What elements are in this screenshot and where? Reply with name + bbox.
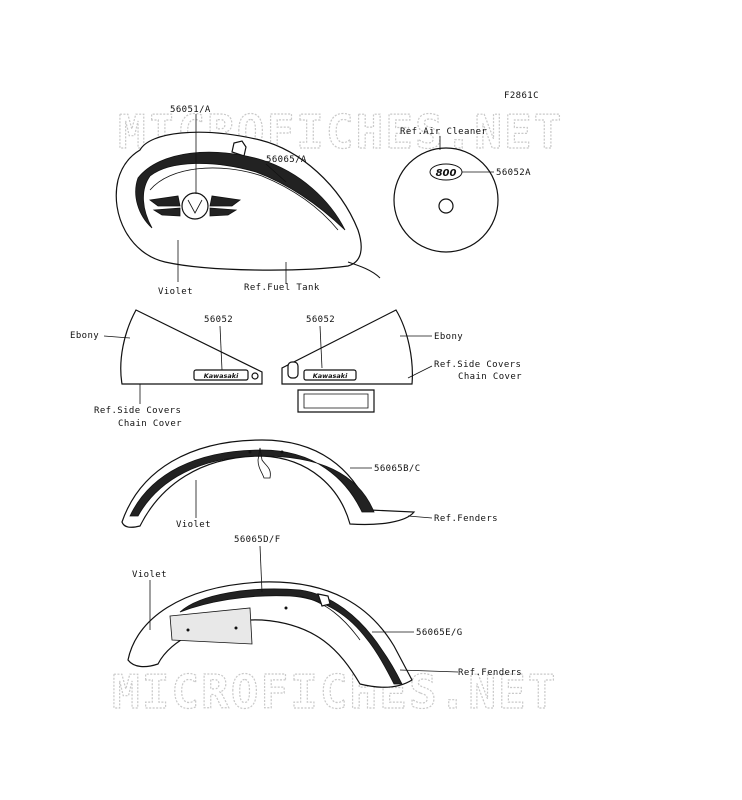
fuel-tank-hose — [347, 261, 381, 279]
front-fender-mount — [257, 447, 271, 479]
air-cleaner-center — [438, 198, 454, 214]
label-front-ref: Ref.Fenders — [434, 514, 498, 524]
rear-fender-stripe-inner — [299, 595, 361, 641]
label-tank-ref: Ref.Fuel Tank — [244, 283, 320, 293]
front-fender — [121, 439, 433, 528]
rear-fender-stripe — [179, 588, 403, 685]
rear-fender-panel — [169, 607, 253, 645]
label-left-part: 56052 — [204, 315, 233, 325]
label-air-ref: Ref.Air Cleaner — [400, 127, 487, 137]
figure-code: F2861C — [504, 91, 539, 101]
leader-right-part — [319, 325, 323, 369]
label-right-ref-2: Chain Cover — [458, 372, 522, 382]
fuel-tank — [115, 114, 381, 284]
chain-cover-box — [297, 389, 375, 413]
front-fender-bolt-1 — [248, 450, 252, 454]
rear-fender-bolt-3 — [284, 606, 288, 610]
fuel-tank-stripe — [135, 151, 346, 231]
label-left-color: Ebony — [70, 331, 99, 341]
rear-fender — [127, 545, 459, 688]
leader-rear-top — [259, 545, 263, 593]
label-right-color: Ebony — [434, 332, 463, 342]
right-side-cover: Kawasaki — [281, 309, 433, 413]
label-rear-side: 56065E/G — [416, 628, 463, 638]
label-right-part: 56052 — [306, 315, 335, 325]
right-side-cover-badge-text: Kawasaki — [313, 372, 348, 380]
rear-fender-bolt-2 — [234, 626, 238, 630]
watermark-bottom: MICROFICHES.NET — [112, 665, 557, 719]
right-side-cover-knob — [287, 361, 299, 379]
label-front-color: Violet — [176, 520, 211, 530]
right-side-cover-badge — [303, 369, 357, 381]
rear-fender-bolt-1 — [186, 628, 190, 632]
label-air-part: 56052A — [496, 168, 531, 178]
left-side-cover-badge — [193, 369, 249, 381]
rear-fender-clip — [317, 593, 331, 607]
air-cleaner: 800 — [393, 136, 499, 253]
left-side-cover-badge-text: Kawasaki — [204, 372, 239, 380]
label-tank-part: 56051/A — [170, 105, 211, 115]
air-cleaner-badge-text: 800 — [436, 168, 457, 179]
front-fender-bolt-2 — [280, 450, 284, 454]
leader-left-part — [219, 325, 223, 371]
label-right-ref-1: Ref.Side Covers — [434, 360, 521, 370]
leader-left-color — [103, 335, 131, 339]
leader-tank-stripe — [265, 163, 287, 183]
label-left-ref-2: Chain Cover — [118, 419, 182, 429]
label-tank-color: Violet — [158, 287, 193, 297]
leader-right-ref — [407, 365, 433, 379]
fuel-tank-wing-emblem — [148, 192, 242, 220]
left-side-cover-outline — [120, 309, 263, 385]
label-left-ref-1: Ref.Side Covers — [94, 406, 181, 416]
label-rear-color: Violet — [132, 570, 167, 580]
chain-cover-inner — [303, 393, 369, 409]
left-side-cover-bolt — [251, 372, 259, 380]
leader-rear-ref — [399, 669, 459, 673]
left-side-cover: Kawasaki — [103, 309, 263, 404]
fuel-tank-stripe-inner — [149, 167, 339, 231]
leader-front-ref — [407, 515, 433, 519]
label-front-part: 56065B/C — [374, 464, 421, 474]
front-fender-stripe — [129, 449, 375, 517]
label-rear-ref: Ref.Fenders — [458, 668, 522, 678]
label-tank-stripe: 56065/A — [266, 155, 307, 165]
right-side-cover-outline — [281, 309, 413, 385]
label-rear-top: 56065D/F — [234, 535, 281, 545]
